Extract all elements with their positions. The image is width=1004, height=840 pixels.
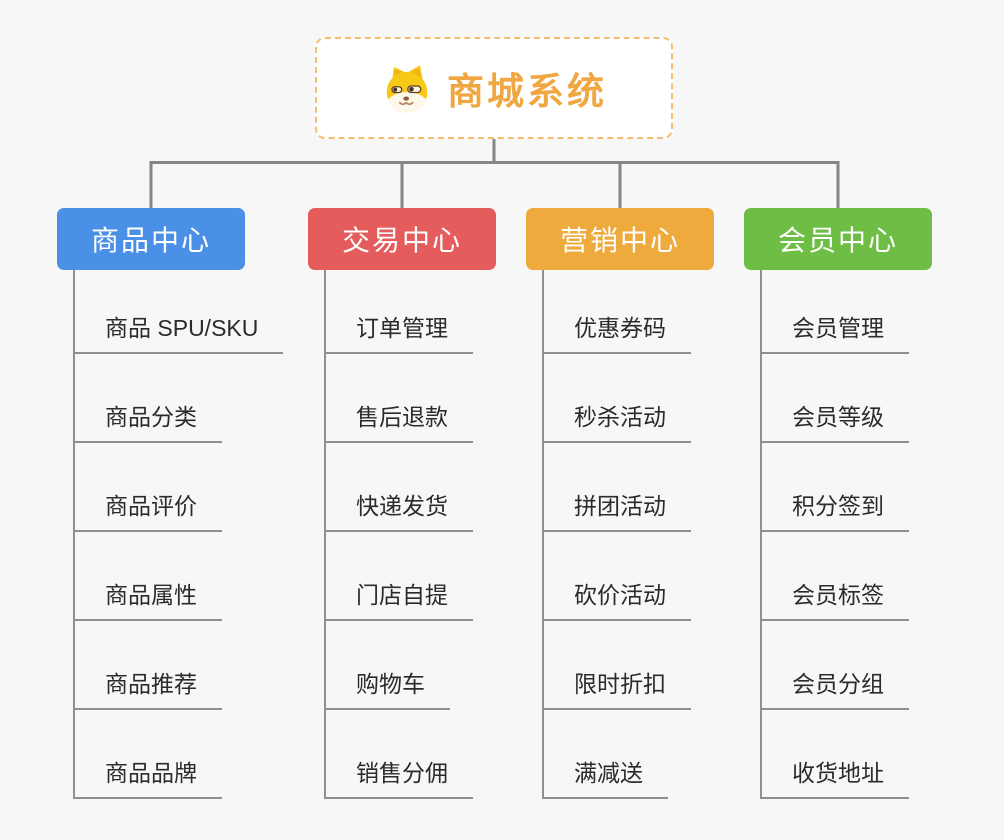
leaf-item[interactable]: 商品属性 bbox=[75, 532, 245, 621]
leaf-list-member-center: 会员管理 会员等级 积分签到 会员标签 会员分组 收货地址 bbox=[760, 270, 932, 799]
branch-label: 营销中心 bbox=[559, 225, 680, 256]
leaf-item[interactable]: 购物车 bbox=[326, 621, 496, 710]
leaf-item[interactable]: 会员等级 bbox=[762, 354, 932, 443]
leaf-item[interactable]: 商品评价 bbox=[75, 443, 245, 532]
leaf-item[interactable]: 会员分组 bbox=[762, 621, 932, 710]
branch-member-center: 会员中心 会员管理 会员等级 积分签到 会员标签 会员分组 收货地址 bbox=[744, 208, 932, 799]
doge-icon bbox=[386, 65, 428, 113]
leaf-label: 商品属性 bbox=[75, 576, 222, 621]
leaf-label: 售后退款 bbox=[326, 398, 473, 443]
leaf-label: 商品 SPU/SKU bbox=[75, 309, 284, 354]
leaf-item[interactable]: 商品 SPU/SKU bbox=[75, 270, 284, 354]
leaf-label: 收货地址 bbox=[762, 754, 909, 799]
leaf-label: 购物车 bbox=[326, 665, 450, 710]
leaf-label: 门店自提 bbox=[326, 576, 473, 621]
leaf-item[interactable]: 商品分类 bbox=[75, 354, 245, 443]
leaf-item[interactable]: 会员标签 bbox=[762, 532, 932, 621]
root-title: 商城系统 bbox=[447, 71, 607, 112]
leaf-item[interactable]: 订单管理 bbox=[326, 270, 496, 354]
leaf-item[interactable]: 收货地址 bbox=[762, 710, 932, 799]
leaf-label: 会员标签 bbox=[762, 576, 909, 621]
leaf-label: 满减送 bbox=[544, 754, 668, 799]
leaf-item[interactable]: 限时折扣 bbox=[544, 621, 714, 710]
branch-marketing-center: 营销中心 优惠券码 秒杀活动 拼团活动 砍价活动 限时折扣 满减送 bbox=[526, 208, 714, 799]
leaf-item[interactable]: 售后退款 bbox=[326, 354, 496, 443]
leaf-label: 快递发货 bbox=[326, 487, 473, 532]
leaf-label: 商品评价 bbox=[75, 487, 222, 532]
leaf-item[interactable]: 快递发货 bbox=[326, 443, 496, 532]
leaf-item[interactable]: 商品推荐 bbox=[75, 621, 245, 710]
leaf-list-product-center: 商品 SPU/SKU 商品分类 商品评价 商品属性 商品推荐 商品品牌 bbox=[73, 270, 284, 799]
branch-header-product-center[interactable]: 商品中心 bbox=[57, 208, 245, 270]
leaf-item[interactable]: 会员管理 bbox=[762, 270, 932, 354]
leaf-item[interactable]: 商品品牌 bbox=[75, 710, 245, 799]
leaf-label: 会员等级 bbox=[762, 398, 909, 443]
branch-header-marketing-center[interactable]: 营销中心 bbox=[526, 208, 714, 270]
root-node[interactable]: 商城系统 bbox=[315, 37, 673, 139]
branch-label: 会员中心 bbox=[777, 225, 898, 256]
branch-product-center: 商品中心 商品 SPU/SKU 商品分类 商品评价 商品属性 商品推荐 商品品牌 bbox=[57, 208, 284, 799]
leaf-label: 订单管理 bbox=[326, 309, 473, 354]
leaf-item[interactable]: 满减送 bbox=[544, 710, 714, 799]
branch-label: 商品中心 bbox=[90, 225, 211, 256]
branch-trade-center: 交易中心 订单管理 售后退款 快递发货 门店自提 购物车 销售分佣 bbox=[308, 208, 496, 799]
leaf-label: 销售分佣 bbox=[326, 754, 473, 799]
leaf-label: 优惠券码 bbox=[544, 309, 691, 354]
leaf-item[interactable]: 秒杀活动 bbox=[544, 354, 714, 443]
leaf-label: 秒杀活动 bbox=[544, 398, 691, 443]
leaf-item[interactable]: 拼团活动 bbox=[544, 443, 714, 532]
leaf-label: 商品品牌 bbox=[75, 754, 222, 799]
leaf-list-marketing-center: 优惠券码 秒杀活动 拼团活动 砍价活动 限时折扣 满减送 bbox=[542, 270, 714, 799]
branch-header-member-center[interactable]: 会员中心 bbox=[744, 208, 932, 270]
leaf-label: 限时折扣 bbox=[544, 665, 691, 710]
leaf-label: 会员管理 bbox=[762, 309, 909, 354]
leaf-item[interactable]: 销售分佣 bbox=[326, 710, 496, 799]
leaf-label: 商品推荐 bbox=[75, 665, 222, 710]
leaf-item[interactable]: 优惠券码 bbox=[544, 270, 714, 354]
branch-header-trade-center[interactable]: 交易中心 bbox=[308, 208, 496, 270]
leaf-item[interactable]: 门店自提 bbox=[326, 532, 496, 621]
leaf-label: 商品分类 bbox=[75, 398, 222, 443]
leaf-label: 拼团活动 bbox=[544, 487, 691, 532]
leaf-label: 砍价活动 bbox=[544, 576, 691, 621]
leaf-item[interactable]: 砍价活动 bbox=[544, 532, 714, 621]
leaf-item[interactable]: 积分签到 bbox=[762, 443, 932, 532]
branch-label: 交易中心 bbox=[341, 225, 462, 256]
leaf-label: 会员分组 bbox=[762, 665, 909, 710]
leaf-label: 积分签到 bbox=[762, 487, 909, 532]
leaf-list-trade-center: 订单管理 售后退款 快递发货 门店自提 购物车 销售分佣 bbox=[324, 270, 496, 799]
